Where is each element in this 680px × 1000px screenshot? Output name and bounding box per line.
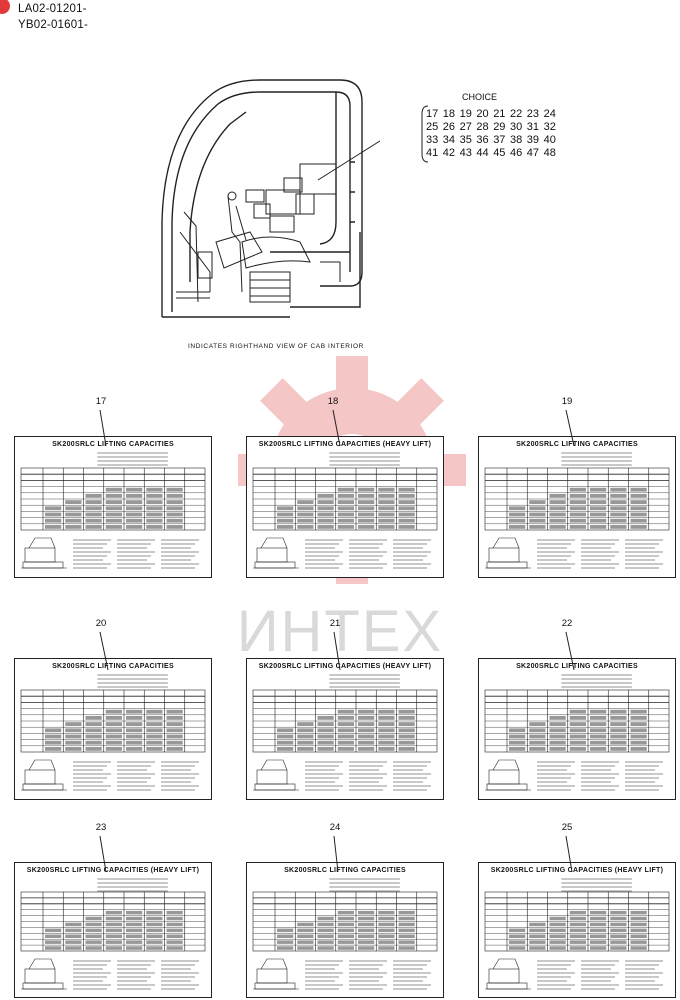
cab-caption: INDICATES RIGHTHAND VIEW OF CAB INTERIOR xyxy=(188,343,364,350)
label-title: SK200SRLC LIFTING CAPACITIES xyxy=(516,441,638,448)
red-corner-badge-icon xyxy=(0,0,10,14)
choice-number: 18 xyxy=(442,108,456,120)
choice-number: 27 xyxy=(459,121,472,133)
choice-number: 45 xyxy=(493,147,506,159)
label-number: 19 xyxy=(561,396,573,407)
choice-number: 25 xyxy=(426,121,439,133)
choice-number: 39 xyxy=(526,134,540,146)
label-title: SK200SRLC LIFTING CAPACITIES (HEAVY LIFT… xyxy=(258,441,432,448)
capacity-table-drawing xyxy=(252,452,438,569)
choice-number: 36 xyxy=(476,134,489,146)
choice-number: 30 xyxy=(509,121,523,133)
capacity-table-drawing xyxy=(252,674,438,791)
label-number: 18 xyxy=(327,396,339,407)
cab-interior-drawing xyxy=(161,79,380,318)
label-title: SK200SRLC LIFTING CAPACITIES xyxy=(516,663,638,670)
lifting-capacity-label: SK200SRLC LIFTING CAPACITIES (HEAVY LIFT… xyxy=(246,658,444,800)
choice-bracket-icon xyxy=(421,105,429,163)
choice-number: 29 xyxy=(493,121,506,133)
choice-number: 38 xyxy=(509,134,523,146)
watermark-text: ИНТЕХ xyxy=(236,599,444,664)
choice-number: 22 xyxy=(509,108,523,120)
choice-number: 48 xyxy=(543,147,556,159)
lifting-capacity-label: SK200SRLC LIFTING CAPACITIES xyxy=(14,658,212,800)
choice-number: 23 xyxy=(526,108,540,120)
choice-number: 43 xyxy=(459,147,472,159)
label-number: 24 xyxy=(329,822,341,833)
capacity-table-drawing xyxy=(20,452,206,569)
lifting-capacity-label: SK200SRLC LIFTING CAPACITIES (HEAVY LIFT… xyxy=(478,862,676,998)
choice-title: CHOICE xyxy=(462,92,498,102)
lifting-capacity-label: SK200SRLC LIFTING CAPACITIES xyxy=(246,862,444,998)
choice-number: 41 xyxy=(426,147,439,159)
choice-number: 21 xyxy=(493,108,506,120)
choice-number: 47 xyxy=(526,147,540,159)
choice-number: 37 xyxy=(493,134,506,146)
choice-number: 40 xyxy=(543,134,556,146)
capacity-table-drawing xyxy=(20,878,206,990)
label-title: SK200SRLC LIFTING CAPACITIES (HEAVY LIFT… xyxy=(490,867,664,874)
label-number: 20 xyxy=(95,618,107,629)
label-title: SK200SRLC LIFTING CAPACITIES (HEAVY LIFT… xyxy=(26,867,200,874)
label-number: 21 xyxy=(329,618,341,629)
choice-number: 46 xyxy=(509,147,523,159)
lifting-capacity-label: SK200SRLC LIFTING CAPACITIES (HEAVY LIFT… xyxy=(246,436,444,578)
label-number: 22 xyxy=(561,618,573,629)
choice-number: 32 xyxy=(543,121,556,133)
choice-number: 33 xyxy=(426,134,439,146)
capacity-table-drawing xyxy=(484,878,670,990)
lifting-capacity-label: SK200SRLC LIFTING CAPACITIES xyxy=(478,658,676,800)
lifting-capacity-label: SK200SRLC LIFTING CAPACITIES xyxy=(14,436,212,578)
capacity-table-drawing xyxy=(20,674,206,791)
label-number: 25 xyxy=(561,822,573,833)
capacity-table-drawing xyxy=(484,674,670,791)
label-title: SK200SRLC LIFTING CAPACITIES xyxy=(52,663,174,670)
serial-range-2: YB02-01601- xyxy=(18,19,88,31)
choice-number: 17 xyxy=(426,108,439,120)
choice-number: 19 xyxy=(459,108,472,120)
choice-number: 20 xyxy=(476,108,489,120)
capacity-table-drawing xyxy=(252,878,438,990)
lifting-capacity-label: SK200SRLC LIFTING CAPACITIES (HEAVY LIFT… xyxy=(14,862,212,998)
choice-number: 35 xyxy=(459,134,472,146)
choice-number: 34 xyxy=(442,134,456,146)
choice-number: 28 xyxy=(476,121,489,133)
choice-number: 31 xyxy=(526,121,540,133)
capacity-table-drawing xyxy=(484,452,670,569)
label-number: 23 xyxy=(95,822,107,833)
choice-number: 24 xyxy=(543,108,556,120)
label-number: 17 xyxy=(95,396,107,407)
serial-range-1: LA02-01201- xyxy=(18,3,87,15)
choice-number: 26 xyxy=(442,121,456,133)
lifting-capacity-label: SK200SRLC LIFTING CAPACITIES xyxy=(478,436,676,578)
choice-number: 42 xyxy=(442,147,456,159)
choice-number: 44 xyxy=(476,147,489,159)
label-title: SK200SRLC LIFTING CAPACITIES (HEAVY LIFT… xyxy=(258,663,432,670)
label-title: SK200SRLC LIFTING CAPACITIES xyxy=(284,867,406,874)
label-title: SK200SRLC LIFTING CAPACITIES xyxy=(52,441,174,448)
